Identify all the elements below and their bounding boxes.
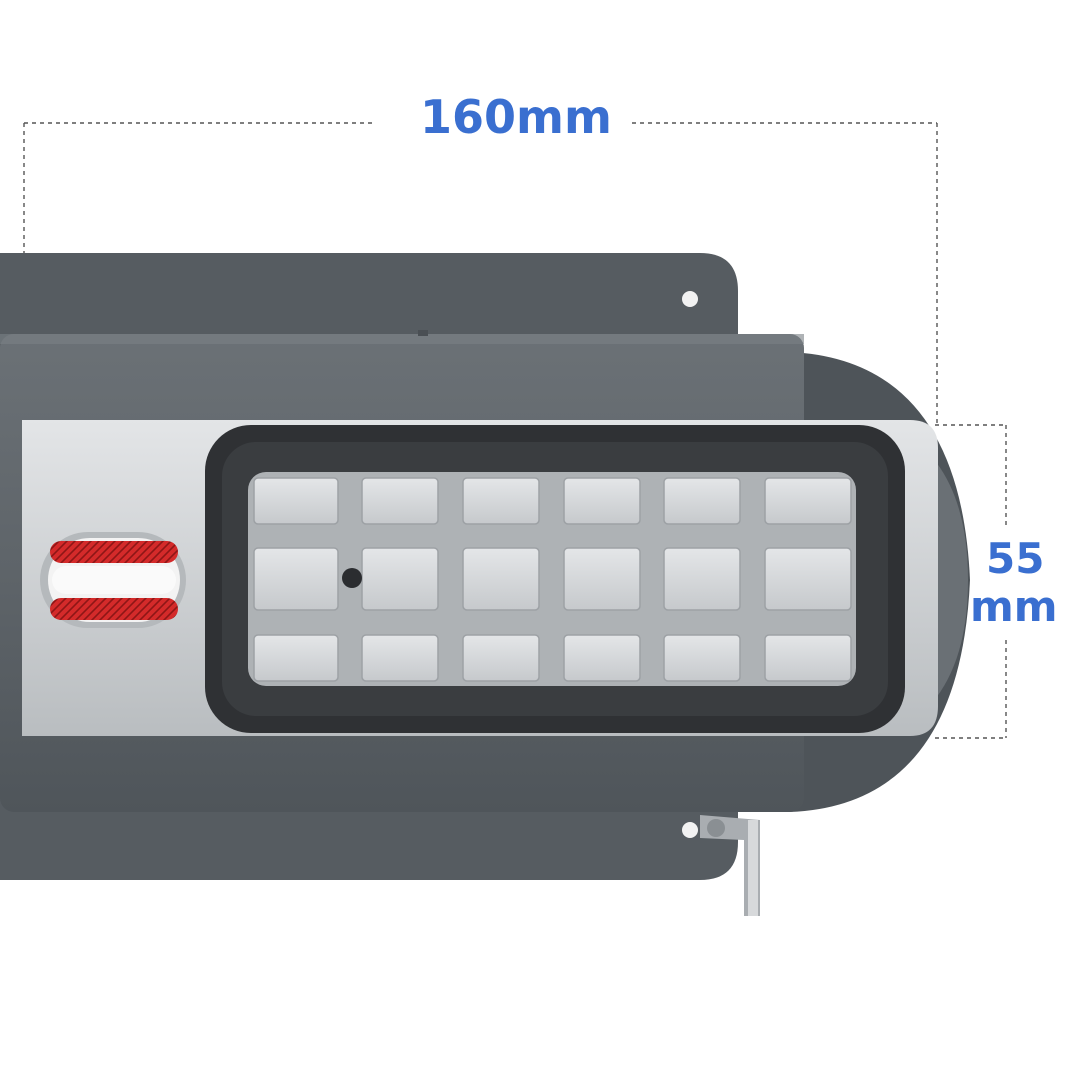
- grip-cell: [361, 477, 439, 525]
- width-dimension-label: 160mm: [420, 90, 612, 144]
- grip-cell: [563, 547, 641, 611]
- grip-cell: [764, 477, 852, 525]
- grip-dot: [342, 568, 362, 588]
- grip-grid: [248, 472, 856, 686]
- grip-cell: [563, 634, 641, 682]
- grip-cell: [764, 547, 852, 611]
- height-dimension-unit: mm: [970, 582, 1058, 631]
- grip-cell: [663, 547, 741, 611]
- grip-cell: [361, 547, 439, 611]
- grip-cell: [462, 547, 540, 611]
- plate-hole-bottom: [682, 822, 698, 838]
- plate-hole-top: [682, 291, 698, 307]
- grip-cell: [663, 634, 741, 682]
- grip-cell: [462, 634, 540, 682]
- strap-window: [40, 532, 186, 628]
- grip-cell: [462, 477, 540, 525]
- height-dimension-line: [935, 424, 1007, 739]
- grip-cell: [361, 634, 439, 682]
- grip-cell: [563, 477, 641, 525]
- grip-cell: [253, 547, 339, 611]
- grip-cell: [663, 477, 741, 525]
- grip-cell: [253, 477, 339, 525]
- grip-cells: [253, 477, 852, 682]
- grip-cell: [764, 634, 852, 682]
- side-clip: [700, 815, 760, 916]
- grip-cell: [253, 634, 339, 682]
- height-dimension-value: 55: [986, 534, 1045, 583]
